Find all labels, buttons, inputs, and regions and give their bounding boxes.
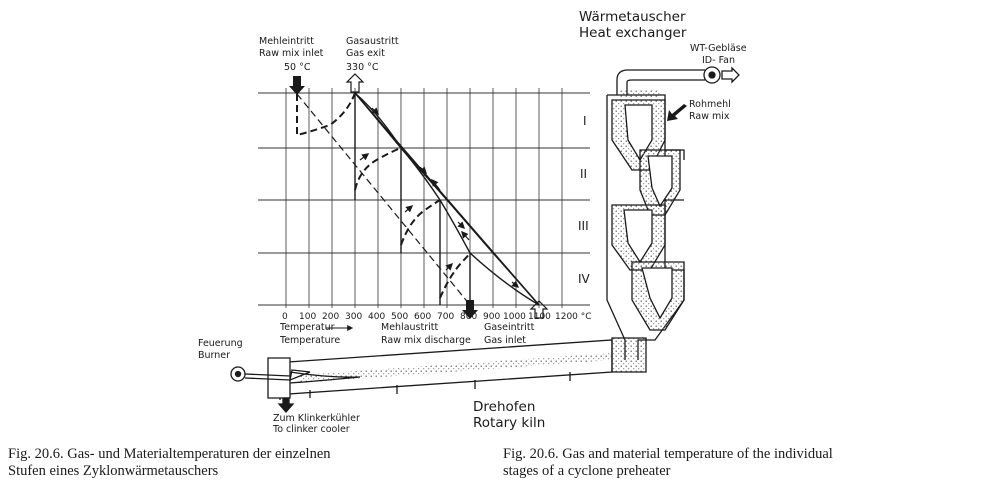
material-curve-stage-1 <box>296 92 356 137</box>
id-fan-label-de: WT-Gebläse <box>690 43 747 54</box>
x-tick: 800 <box>460 312 477 322</box>
raw-mix-discharge-label-de: Mehlaustritt <box>381 322 438 333</box>
temperature-chart: I II III IV Mehleintritt Raw mix inlet 5… <box>258 36 592 346</box>
gas-inlet-arrow <box>529 300 549 319</box>
gas-inlet-label-en: Gas inlet <box>484 335 526 346</box>
material-curve-stage-4 <box>439 252 471 299</box>
caption-german-line-2: Stufen eines Zyklonwärmetauschers <box>8 463 219 479</box>
x-tick: 500 <box>391 312 408 322</box>
gas-curve-stage-4 <box>469 252 540 306</box>
caption-english-line-2: stages of a cyclone preheater <box>503 463 671 479</box>
x-tick: 100 <box>299 312 316 322</box>
burner-icon <box>230 366 291 382</box>
cyclone-stage-3 <box>611 204 666 271</box>
kiln-riding-rings <box>309 372 571 398</box>
burner-label-en: Burner <box>198 350 230 361</box>
flow-arrows <box>359 107 520 288</box>
x-tick: 300 <box>345 312 362 322</box>
x-axis-label-en: Temperature <box>279 335 340 346</box>
x-tick: 600 <box>414 312 431 322</box>
id-fan <box>703 66 740 84</box>
x-tick: 1100 <box>528 312 551 322</box>
gas-overall-diagonal <box>354 92 540 306</box>
stage-label-3: III <box>578 219 589 233</box>
rotary-kiln-label-en: Rotary kiln <box>473 415 545 431</box>
material-guide-diagonal <box>296 93 471 306</box>
x-tick: 400 <box>368 312 385 322</box>
heat-exchanger-title-en: Heat exchanger <box>579 25 687 41</box>
chart-grid <box>258 88 590 308</box>
caption-german: Fig. 20.6. Gas- und Materialtemperaturen… <box>8 446 331 480</box>
stage-label-2: II <box>580 167 587 181</box>
x-axis-ticks: 0 100 200 300 400 500 600 700 800 900 10… <box>282 312 592 322</box>
raw-mix-inlet-label-de: Mehleintritt <box>259 36 314 47</box>
gas-exit-temp: 330 °C <box>346 62 379 73</box>
inlet-arrows <box>289 73 549 319</box>
x-tick: 700 <box>437 312 454 322</box>
caption-english: Fig. 20.6. Gas and material temperature … <box>503 446 833 480</box>
stage-label-1: I <box>583 114 587 128</box>
raw-mix-discharge-label-en: Raw mix discharge <box>381 335 471 346</box>
burner-flame <box>289 371 361 384</box>
gas-exit-arrow <box>345 73 365 93</box>
gas-exit-label-de: Gasaustritt <box>346 36 399 47</box>
gas-curve-stage-3 <box>439 199 471 254</box>
caption-english-line-1: Fig. 20.6. Gas and material temperature … <box>503 446 833 462</box>
raw-mix-inlet-arrow <box>289 76 305 95</box>
heat-exchanger-title-de: Wärmetauscher <box>579 9 686 25</box>
x-axis-label-de: Temperatur <box>279 322 335 333</box>
rotary-kiln-label-de: Drehofen <box>473 399 535 415</box>
burner-label-de: Feuerung <box>198 338 243 349</box>
kiln-hood <box>267 357 291 399</box>
stage-transitions <box>354 93 471 305</box>
material-temperature-series <box>296 92 471 306</box>
caption-german-line-1: Fig. 20.6. Gas- und Materialtemperaturen… <box>8 446 331 462</box>
gas-curve-stage-2 <box>400 147 441 201</box>
x-tick: 1000 <box>503 312 526 322</box>
x-tick: 0 <box>282 312 288 322</box>
cyclone-stage-2 <box>639 149 681 216</box>
raw-meal-label-de: Rohmehl <box>689 99 731 110</box>
id-fan-label-en: ID- Fan <box>702 55 735 66</box>
raw-mix-inlet-label-en: Raw mix inlet <box>259 48 324 59</box>
cyclone-stage-4 <box>631 261 685 331</box>
clinker-cooler-arrow <box>277 397 295 413</box>
gas-inlet-label-de: Gaseintritt <box>484 322 535 333</box>
material-curve-stage-3 <box>400 199 441 246</box>
gas-duct-to-fan <box>616 69 705 95</box>
x-tick: 900 <box>483 312 500 322</box>
x-tick: 200 <box>322 312 339 322</box>
gas-exit-label-en: Gas exit <box>346 48 385 59</box>
kiln-inlet-chamber <box>611 337 647 373</box>
stage-label-4: IV <box>578 272 591 286</box>
heat-exchanger-tower: Wärmetauscher Heat exchanger WT-Gebläse … <box>579 9 747 373</box>
clinker-cooler-label-de: Zum Klinkerkühler <box>273 413 360 424</box>
clinker-cooler-label-en: To clinker cooler <box>272 424 350 435</box>
raw-meal-label-en: Raw mix <box>689 111 730 122</box>
material-curve-stage-2 <box>354 147 402 191</box>
rotary-kiln: Feuerung Burner Zum Klinkerkühler To cli… <box>198 338 613 435</box>
raw-mix-discharge-arrow <box>462 300 478 319</box>
x-tick: 1200 °C <box>555 312 592 322</box>
raw-mix-inlet-temp: 50 °C <box>284 62 311 73</box>
raw-meal-inlet-arrow <box>667 104 687 121</box>
